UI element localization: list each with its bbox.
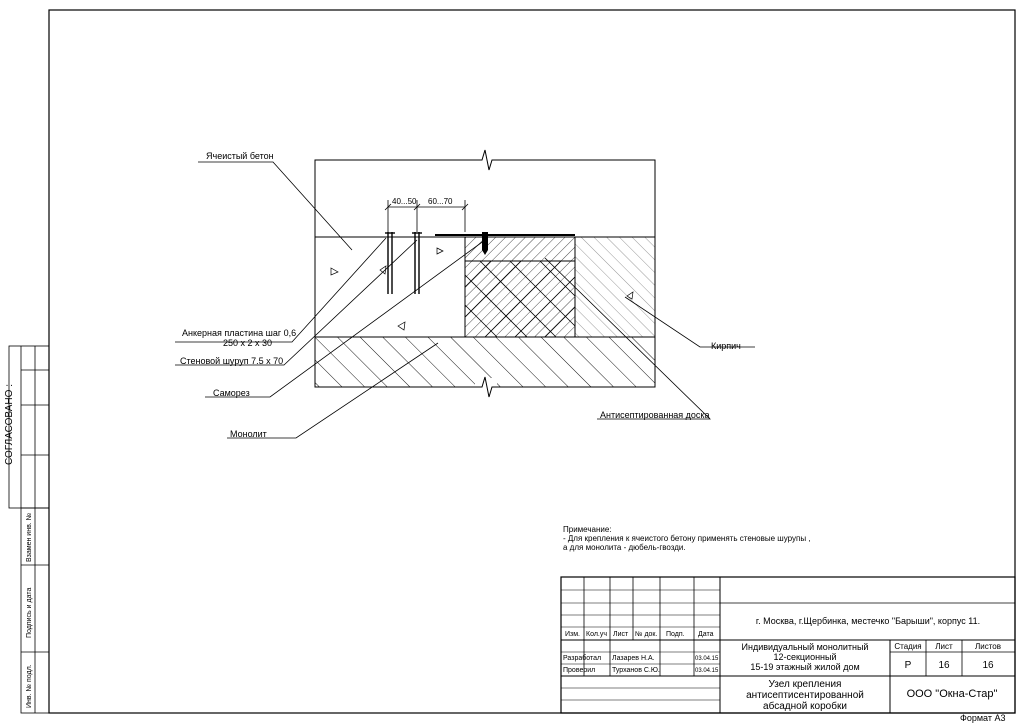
tb-header-date: Дата: [698, 631, 714, 638]
self-tapping-screw: [482, 232, 488, 255]
board-strip: [464, 236, 576, 262]
tb-project-3: 15-19 этажный жилой дом: [750, 662, 859, 672]
tb-sheet-label: Лист: [935, 642, 953, 651]
tb-checked-name: Турханов С.Ю.: [612, 667, 660, 674]
tb-stage-label: Стадия: [894, 642, 921, 651]
dimension-d1: 40...50: [392, 197, 417, 206]
label-anchor-plate-size: 250 х 2 х 30: [223, 338, 272, 348]
agreed-stamp-text: СОГЛАСОВАНО :: [4, 384, 15, 465]
tb-developed-name: Лазарев Н.А.: [612, 655, 655, 662]
tb-checked-date: 03.04.15: [695, 668, 719, 674]
tb-drawing-2: антисептисентированной: [746, 690, 864, 701]
side-stamp: [8, 345, 50, 714]
tb-header-izm: Изм.: [565, 631, 580, 638]
label-wall-screw: Стеновой шуруп 7.5 х 70: [180, 356, 283, 366]
label-aerated-concrete: Ячеистый бетон: [206, 151, 274, 161]
tb-sheet: 16: [938, 660, 950, 671]
tb-company: ООО "Окна-Стар": [907, 688, 998, 700]
inv-orig-text: Инв. № подл.: [26, 664, 33, 708]
title-block: [560, 576, 1016, 714]
dimension-d2: 60...70: [428, 197, 453, 206]
label-self-tapping-screw: Саморез: [213, 388, 250, 398]
section-drawing: 40...50 60...70: [314, 149, 656, 398]
tb-drawing-3: абсадной коробки: [763, 700, 847, 712]
label-brick: Кирпич: [711, 341, 741, 351]
tb-header-kol: Кол.уч: [586, 631, 607, 638]
tb-header-sign: Подп.: [666, 631, 685, 638]
tb-address: г. Москва, г.Щербинка, местечко "Барыши"…: [756, 616, 980, 626]
tb-drawing-1: Узел крепления: [769, 679, 842, 690]
tb-project-1: Индивидуальный монолитный: [742, 642, 869, 652]
replace-inv-text: Взамен инв. №: [26, 513, 33, 562]
brick-fill: [574, 236, 656, 338]
tb-checked-role: Проверил: [563, 667, 595, 674]
note-line-1: - Для крепления к ячеистого бетону приме…: [563, 534, 811, 543]
tb-project-2: 12-секционный: [773, 652, 836, 662]
format-label: Формат А3: [960, 713, 1005, 723]
note-title: Примечание:: [563, 525, 612, 534]
tb-header-list: Лист: [613, 631, 629, 638]
sign-date-text: Подпись и дата: [26, 588, 33, 638]
note-line-2: а для монолита - дюбель-гвозди.: [563, 543, 686, 552]
label-monolith: Монолит: [230, 429, 267, 439]
tb-developed-date: 03.04.15: [695, 656, 719, 662]
tb-header-doc: № док.: [635, 631, 657, 638]
tb-developed-role: Разработал: [563, 654, 601, 662]
dimension-line: [384, 200, 469, 232]
tb-sheets: 16: [982, 660, 994, 671]
leader-lines: [175, 161, 755, 439]
tb-stage: Р: [905, 660, 912, 671]
break-lines: [475, 149, 497, 398]
board-crosshatch: [464, 260, 576, 338]
label-antiseptic-board: Антисептированная доска: [600, 410, 710, 420]
tb-sheets-label: Листов: [975, 642, 1001, 651]
label-anchor-plate: Анкерная пластина шаг 0,6: [182, 328, 296, 338]
antiseptic-board-frame: [464, 260, 576, 338]
